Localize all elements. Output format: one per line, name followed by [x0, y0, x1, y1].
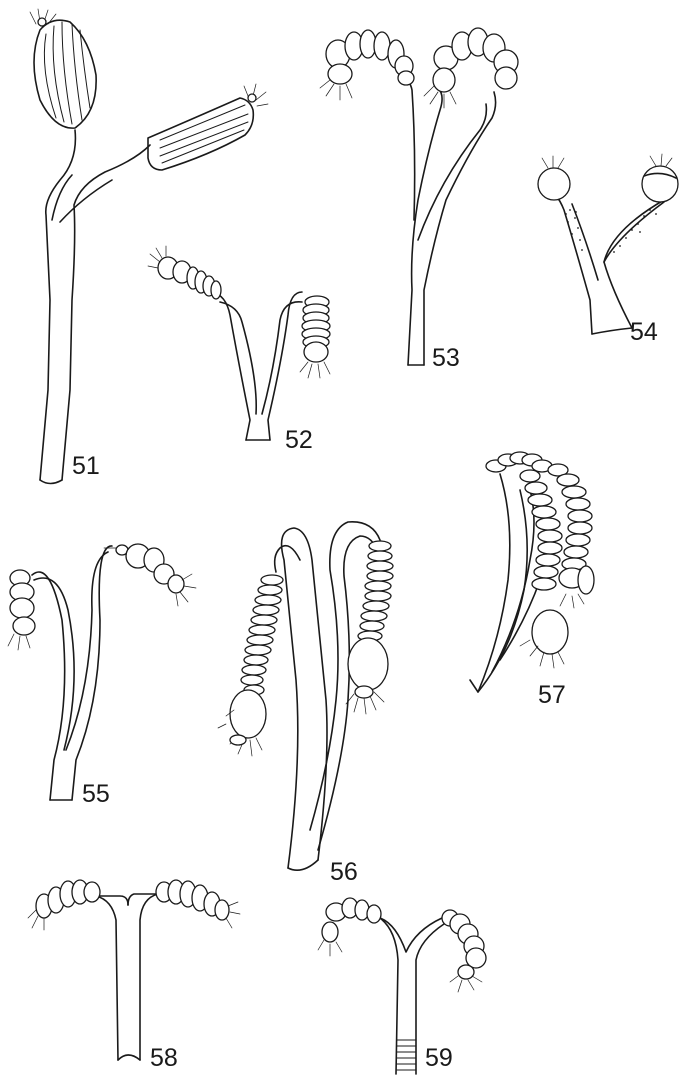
drawing-53 — [319, 27, 519, 366]
figure-label-51: 51 — [72, 452, 100, 480]
figure-label-58: 58 — [150, 1044, 178, 1072]
figure-label-54: 54 — [630, 318, 658, 346]
drawing-59 — [317, 897, 487, 1075]
figure-label-57: 57 — [538, 681, 566, 709]
drawing-54 — [537, 153, 679, 335]
figure-label-55: 55 — [82, 780, 110, 808]
drawing-51 — [29, 8, 269, 485]
figure-label-53: 53 — [432, 344, 460, 372]
figure-label-52: 52 — [285, 426, 313, 454]
figure-label-56: 56 — [330, 858, 358, 886]
drawing-58 — [27, 879, 241, 1061]
drawing-56 — [217, 521, 394, 871]
drawing-57 — [469, 451, 595, 693]
figure-label-59: 59 — [425, 1044, 453, 1072]
drawing-52 — [147, 245, 331, 441]
drawing-55 — [7, 543, 197, 801]
